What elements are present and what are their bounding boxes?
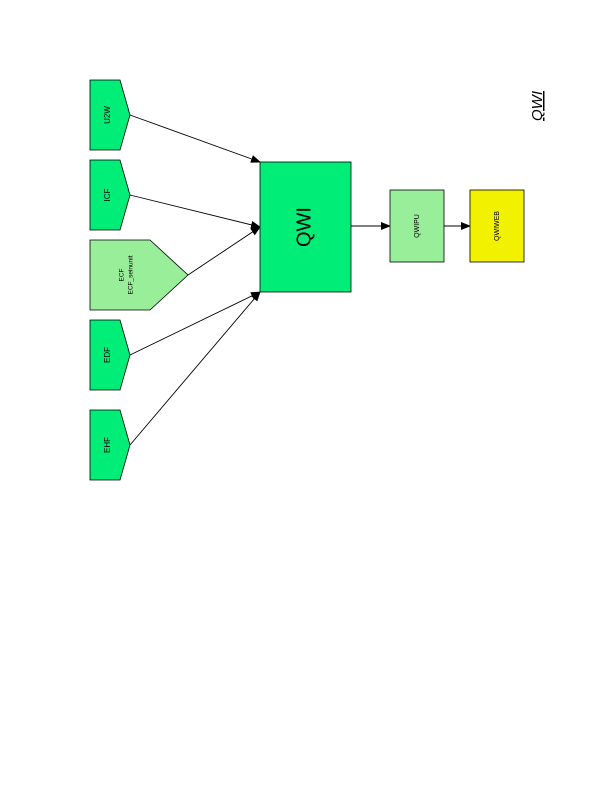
source-ecf: ECF ECF_seinunit [89,239,189,311]
node-qwipu-label: QWIPU [414,214,421,238]
node-qwi: QWI [259,161,352,293]
page-title: QWI [529,91,546,121]
source-icf-shape [89,159,131,231]
edge-icf-to-qwi [129,194,261,229]
node-qwiweb: QWIWEB [469,189,525,263]
source-icf: ICF [89,159,131,231]
node-qwiweb-label: QWIWEB [494,211,501,241]
node-qwipu-box [389,189,445,263]
source-ecf-label: ECF [119,268,126,281]
node-qwi-box [259,161,352,293]
source-ehf-label: EHF [103,437,112,453]
source-u2w-label: U2W [103,106,112,124]
node-qwiweb-box [469,189,525,263]
source-ecf-shape [89,239,189,311]
source-edf-label: EDF [103,347,112,363]
source-ehf: EHF [89,409,131,481]
edge-edf-to-qwi [129,291,261,356]
node-qwi-label: QWI [293,207,315,247]
edge-ehf-to-qwi [129,291,261,446]
source-u2w: U2W [89,79,131,151]
source-edf-shape [89,319,131,391]
source-icf-label: ICF [103,188,112,201]
node-qwipu: QWIPU [389,189,445,263]
source-edf: EDF [89,319,131,391]
source-u2w-shape [89,79,131,151]
source-ehf-shape [89,409,131,481]
edge-u2w-to-qwi [129,114,261,163]
edge-ecf-to-qwi [187,226,261,276]
source-ecf-sublabel: ECF_seinunit [128,255,135,294]
